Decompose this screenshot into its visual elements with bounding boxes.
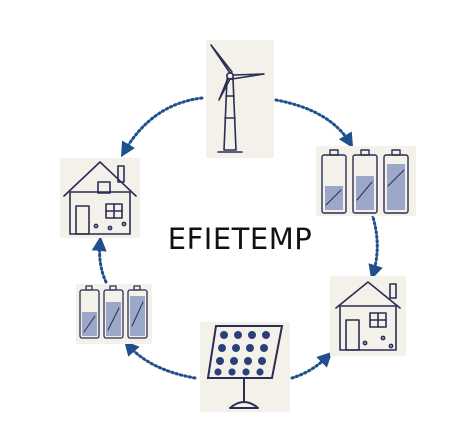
arrow-battery-left-to-house-left (91, 236, 108, 284)
node-wind (206, 40, 274, 158)
wind-turbine-icon (210, 44, 265, 153)
node-battery-right (316, 146, 416, 216)
node-solar (200, 322, 290, 412)
battery-icon (79, 285, 148, 339)
solar-panel-icon (206, 325, 284, 409)
center-title: EFIETEMP (168, 222, 312, 256)
house-icon (335, 281, 401, 351)
arrow-wind-to-battery-right (274, 98, 354, 149)
house-icon (63, 161, 137, 235)
node-house-right (330, 276, 406, 356)
cycle-arrows (91, 96, 383, 380)
arrow-wind-to-house-left (120, 96, 204, 158)
arrow-solar-to-house-right (290, 351, 333, 380)
battery-icon (321, 149, 409, 214)
node-house-left (60, 158, 140, 238)
node-battery-left (76, 284, 152, 344)
arrow-solar-to-battery-left (124, 340, 197, 380)
arrow-battery-right-to-house-right (368, 212, 383, 280)
